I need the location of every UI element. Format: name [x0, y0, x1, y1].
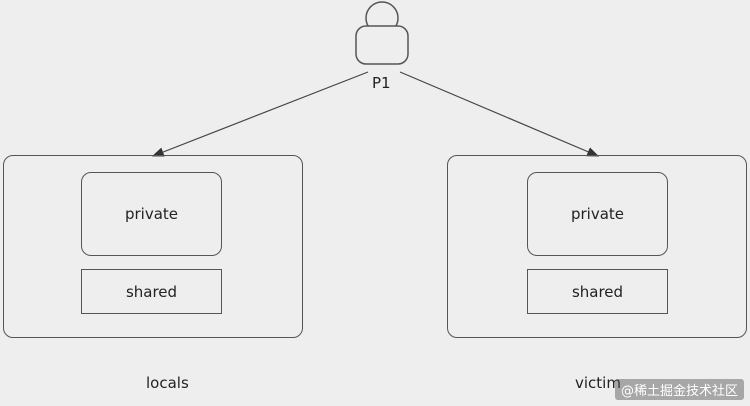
- locals-private-box: private: [81, 172, 222, 256]
- victim-private-box: private: [527, 172, 668, 256]
- arrow-to-locals: [151, 71, 369, 157]
- locals-title: locals: [146, 374, 189, 392]
- locals-container: [3, 155, 303, 338]
- watermark: @稀土掘金技术社区: [614, 379, 744, 400]
- arrow-to-victim: [399, 71, 600, 157]
- victim-shared-box: shared: [527, 269, 668, 314]
- victim-container: [447, 155, 747, 338]
- locals-shared-box: shared: [81, 269, 222, 314]
- actor-label: P1: [372, 74, 391, 92]
- victim-title: victim: [575, 374, 621, 392]
- user-icon: [355, 1, 409, 65]
